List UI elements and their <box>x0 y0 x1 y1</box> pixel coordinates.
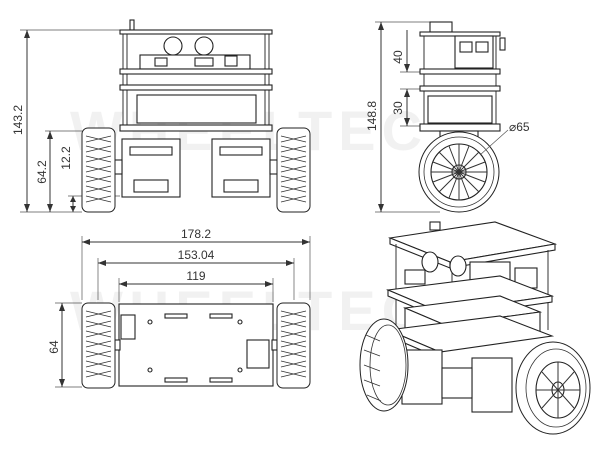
top-right-wheel <box>276 302 311 389</box>
label-top-plate: 119 <box>186 269 205 283</box>
iso-left-wheel <box>359 318 409 412</box>
front-right-wheel <box>276 127 311 213</box>
iso-right-wheel <box>515 341 591 435</box>
label-top-depth: 64 <box>47 340 61 354</box>
label-side-top: 40 <box>391 50 405 64</box>
top-view: 178.2 153.04 119 64 <box>47 227 311 389</box>
isometric-view <box>359 221 591 435</box>
label-wheel-diameter: ⌀65 <box>509 120 530 134</box>
label-top-wheelbase: 153.04 <box>178 248 215 262</box>
side-wheel <box>418 131 500 213</box>
front-view: 143.2 64.2 12.2 <box>11 19 311 213</box>
label-top-overall: 178.2 <box>181 227 211 241</box>
side-view: 148.8 40 30 ⌀65 <box>365 21 530 213</box>
label-front-clearance: 12.2 <box>59 146 73 170</box>
front-left-wheel <box>81 127 116 213</box>
label-front-height: 143.2 <box>11 105 25 135</box>
label-side-mid: 30 <box>391 101 405 115</box>
top-left-wheel <box>81 302 116 389</box>
label-side-height: 148.8 <box>365 101 379 131</box>
label-front-axle: 64.2 <box>35 160 49 184</box>
